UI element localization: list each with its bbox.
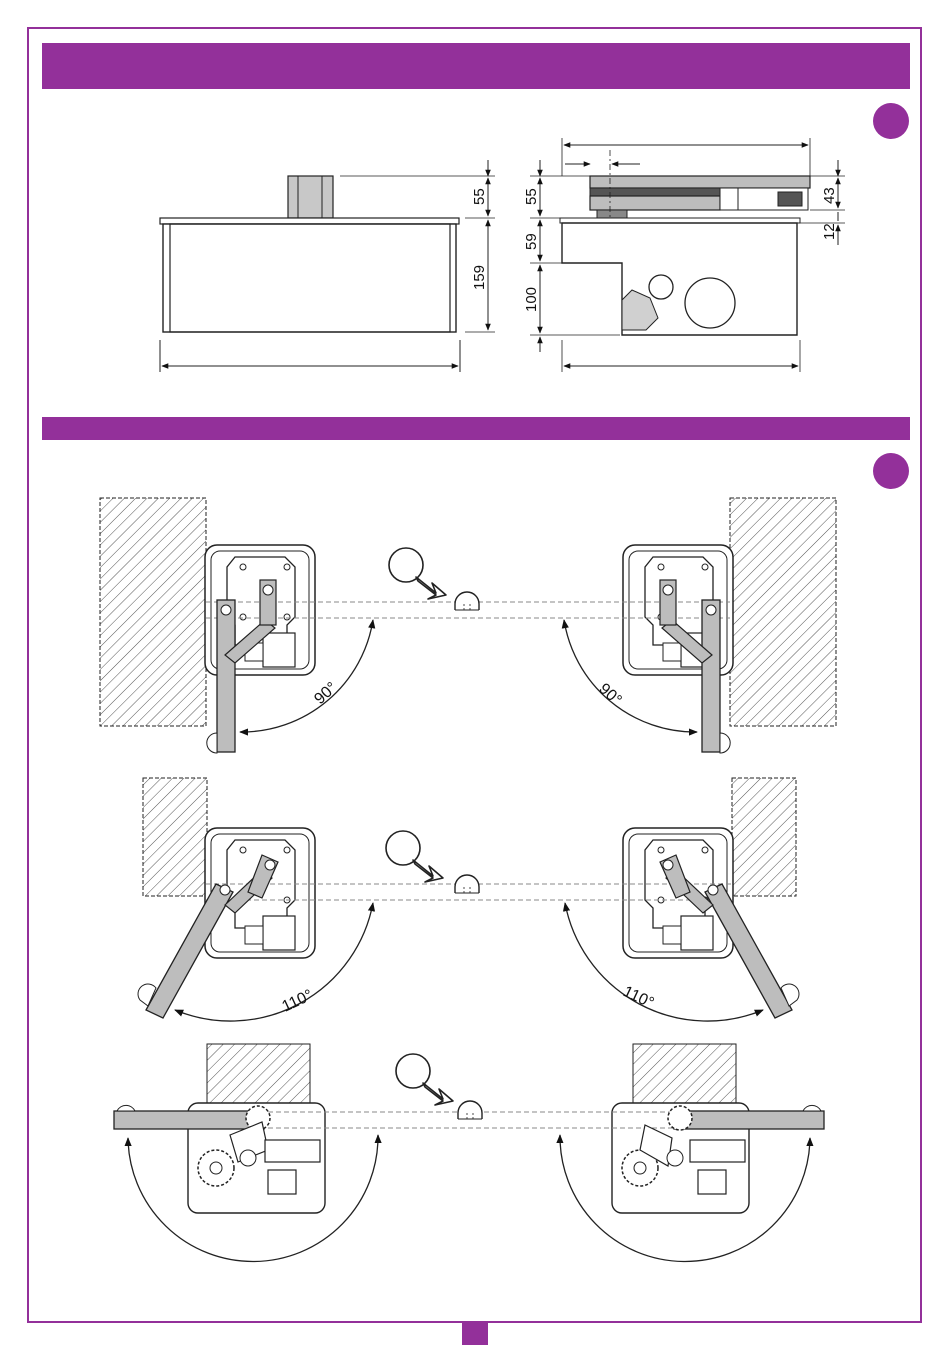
angle-label-row1-right: 90°: [595, 680, 624, 709]
dim-side-mid: 59: [523, 233, 540, 250]
dim-side-low: 100: [523, 287, 540, 312]
dim-side-top: 55: [523, 188, 540, 205]
person-icon: [396, 1054, 453, 1105]
dim-front-body: 159: [471, 265, 488, 290]
front-view: 55 159: [160, 160, 495, 372]
row-90-degrees: 90° 90°: [100, 498, 836, 753]
dim-right-43: 43: [821, 187, 838, 204]
angle-label-row1-left: 90°: [311, 679, 340, 708]
side-view: 55 59 100 43 12: [523, 138, 845, 372]
row-110-degrees: 110° 110°: [138, 778, 799, 1021]
dim-front-top: 55: [471, 188, 488, 205]
person-icon: [386, 831, 443, 882]
dim-right-12: 12: [821, 223, 838, 240]
angle-label-row2-left: 110°: [280, 987, 316, 1016]
gate-stop-icon: [455, 592, 479, 610]
gate-stop-icon: [455, 875, 479, 893]
person-icon: [389, 548, 446, 599]
row-180-degrees: [114, 1044, 824, 1262]
angle-label-row2-right: 110°: [620, 983, 656, 1012]
gate-stop-icon: [458, 1101, 482, 1119]
